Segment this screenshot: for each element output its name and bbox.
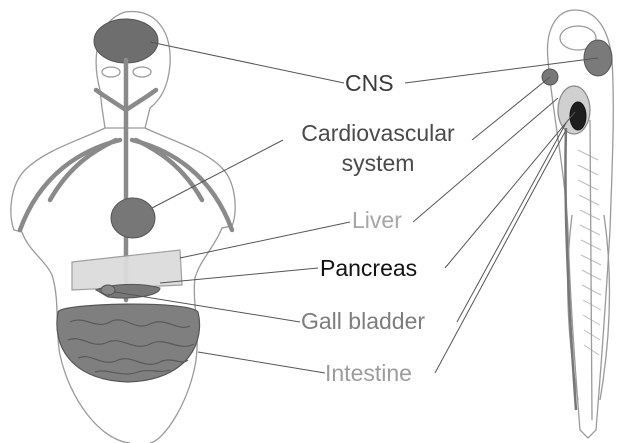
human-gall-bladder (101, 285, 115, 295)
fish-pancreas (570, 102, 586, 130)
label-gall-bladder-text: Gall bladder (301, 308, 425, 334)
label-cardiovascular-line1: Cardiovascular (282, 118, 474, 148)
label-intestine: Intestine (325, 360, 412, 386)
label-pancreas-text: Pancreas (320, 255, 417, 281)
label-cns-text: CNS (345, 70, 394, 96)
label-cardiovascular-system: Cardiovascular system (282, 118, 474, 178)
label-gall-bladder: Gall bladder (301, 308, 425, 334)
human-intestine (57, 304, 200, 382)
fish-notochord (590, 120, 592, 420)
label-cardiovascular-line2: system (282, 148, 474, 178)
human-eye-left (102, 67, 120, 77)
label-cns: CNS (345, 70, 394, 96)
fish-segments (578, 150, 601, 355)
label-intestine-text: Intestine (325, 360, 412, 386)
label-pancreas: Pancreas (320, 255, 417, 281)
human-brain (94, 19, 158, 63)
label-liver-text: Liver (352, 207, 402, 233)
label-liver: Liver (352, 207, 402, 233)
human-eye-right (133, 67, 151, 77)
human-heart (111, 198, 155, 238)
fish-intestine (565, 128, 576, 410)
